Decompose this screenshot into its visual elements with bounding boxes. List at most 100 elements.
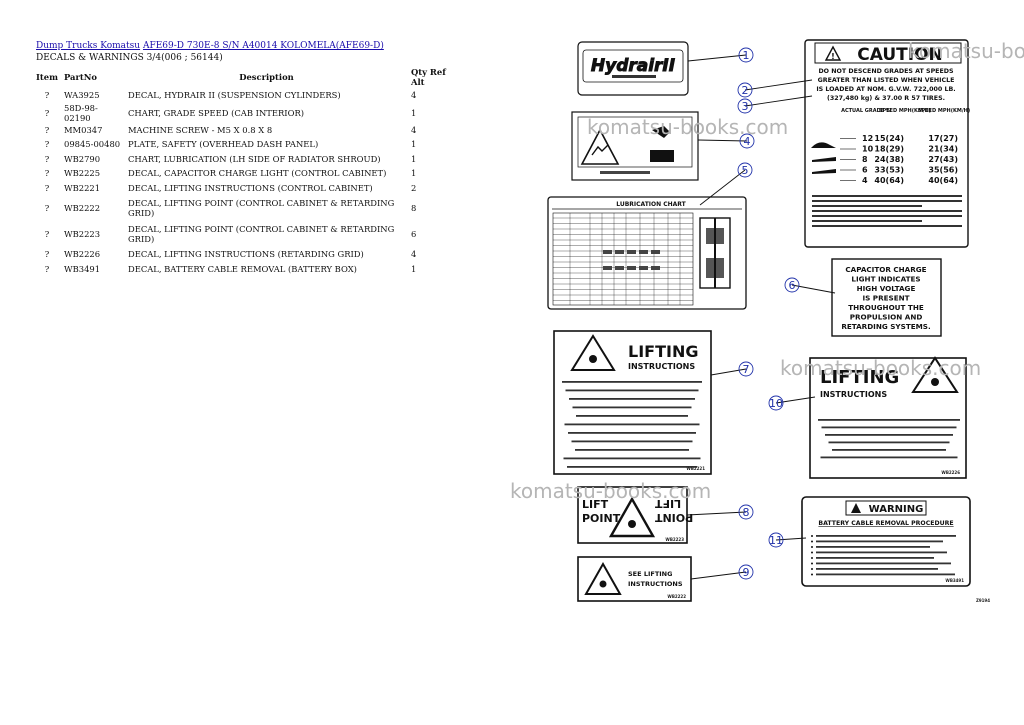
row-item: ? [44,90,50,101]
row-description: DECAL, LIFTING INSTRUCTIONS (CONTROL CAB… [127,182,373,193]
callout-number: 10 [769,397,783,410]
row-description: DECAL, LIFTING POINT (CONTROL CABINET & … [127,224,395,244]
lift-point-label: POINT [582,512,621,525]
breadcrumb: Dump Trucks Komatsu AFE69-D 730E-8 S/N A… [36,40,384,52]
callout-circle [737,98,753,114]
row-description: DECAL, BATTERY CABLE REMOVAL (BATTERY BO… [127,263,357,274]
instructions-label: INSTRUCTIONS [628,362,695,371]
table-header-row: Item PartNo Description Qty Ref Alt [33,66,454,88]
row-partno: WB2225 [63,168,101,179]
row-qty: 4 [410,90,417,101]
callout-circle [768,395,784,411]
svg-text:Z9194: Z9194 [976,598,990,603]
see-lifting-label: SEE LIFTING [628,570,672,578]
parts-table: Item PartNo Description Qty Ref Alt ?WA3… [33,66,454,276]
lift-point-label: LIFT [582,498,609,511]
row-partno: WB3491 [63,263,101,274]
decal-code: WB2223 [665,537,684,542]
callout-number: 4 [744,135,751,148]
row-item: ? [44,203,50,213]
watermark-text: komatsu-books.com [908,39,1024,63]
decal-lifting-instructions-grid: LIFTING INSTRUCTIONS WB2226 [809,356,967,479]
callout-number: 5 [742,164,749,177]
callout-circle [738,504,754,520]
row-description: DECAL, HYDRAIR II (SUSPENSION CYLINDERS) [127,90,341,101]
caution-col-header: SPEED MPH(KM/H) [918,108,970,114]
decal-lift-point: LIFT POINT LIFT POINT WB2223 [577,486,694,544]
callout-circle [737,82,753,98]
row-partno: MM0347 [63,124,103,135]
row-item: ? [44,153,50,164]
col-header-qty-ref-alt: Qty Ref Alt [410,67,446,87]
capacitor-line: PROPULSION AND [850,313,923,322]
battery-procedure-title: BATTERY CABLE REMOVAL PROCEDURE [818,520,953,527]
row-partno: WB2790 [63,153,101,164]
row-qty: 1 [410,107,417,118]
capacitor-line: LIGHT INDICATES [851,275,920,284]
see-lifting-label: INSTRUCTIONS [628,580,683,588]
hydrair-logo-text: HydrairII [591,56,675,76]
row-item: ? [44,124,50,135]
callout-circle [784,277,800,293]
callout-circle [738,361,754,377]
lifting-title: LIFTING [820,367,899,388]
decal-code: WB2221 [686,466,705,471]
lubrication-chart-title: LUBRICATION CHART [616,201,686,208]
row-qty: 1 [410,168,417,179]
caution-cell: 15(24) [874,134,904,143]
callout-number: 8 [743,506,750,519]
lift-point-label-inverted: LIFT [655,497,682,510]
caution-cell: 4 [862,176,868,185]
callout-circle [768,532,784,548]
callout-number: 3 [742,100,749,113]
caution-line: GREATER THAN LISTED WHEN VEHICLE [818,77,955,84]
breadcrumb-link-model-group[interactable]: Dump Trucks Komatsu [36,41,141,51]
callout-circle [738,564,754,580]
row-description: DECAL, LIFTING INSTRUCTIONS (RETARDING G… [127,249,364,260]
instructions-label: INSTRUCTIONS [820,390,887,399]
watermark-text: komatsu-books.com [510,479,711,503]
callout-number: 2 [742,84,749,97]
breadcrumb-link-machine[interactable]: AFE69-D 730E-8 S/N A40014 KOLOMELA(AFE69… [142,41,384,51]
row-description: DECAL, CAPACITOR CHARGE LIGHT (CONTROL C… [127,168,387,179]
caution-cell: 40(64) [928,176,958,185]
capacitor-line: RETARDING SYSTEMS. [841,322,930,331]
capacitor-line: THROUGHOUT THE [848,303,924,312]
decal-warning-battery-cable: WARNING BATTERY CABLE REMOVAL PROCEDURE … [801,496,971,587]
caution-cell: 33(53) [874,166,904,175]
decal-caution-grade-speed: ! CAUTION DO NOT DESCEND GRADES AT SPEED… [804,39,970,248]
decal-lubrication-chart: LUBRICATION CHART [547,196,747,310]
caution-col-header: ACTUAL GRADE % [841,108,891,114]
row-qty: 1 [410,153,417,164]
callout-circle [739,133,755,149]
decal-hydrair: HydrairII [577,41,689,96]
caution-cell: 24(38) [874,155,904,164]
row-qty: 1 [410,139,417,150]
row-qty: 4 [410,249,417,260]
caution-line: (327,480 kg) & 37.00 R 57 TIRES. [827,95,945,102]
caution-cell: 10 [862,145,874,154]
caution-cell: 18(29) [874,145,904,154]
col-header-partno: PartNo [63,72,98,82]
caution-cell: 21(34) [928,145,958,154]
callout-number: 9 [743,566,750,579]
callout-circle [737,162,753,178]
warning-title: WARNING [869,504,924,515]
col-header-item: Item [36,72,58,82]
section-title: DECALS & WARNINGS 3/4(006 ; 56144) [36,53,223,63]
callout-number: 7 [743,363,750,376]
caution-cell: 27(43) [928,155,958,164]
row-item: ? [44,107,50,118]
capacitor-line: IS PRESENT [862,294,909,303]
row-item: ? [44,168,50,179]
row-qty: 1 [410,263,417,274]
row-qty: 6 [410,229,417,239]
caution-cell: 6 [862,166,868,175]
lift-point-label-inverted: POINT [655,511,694,524]
row-item: ? [44,249,50,260]
